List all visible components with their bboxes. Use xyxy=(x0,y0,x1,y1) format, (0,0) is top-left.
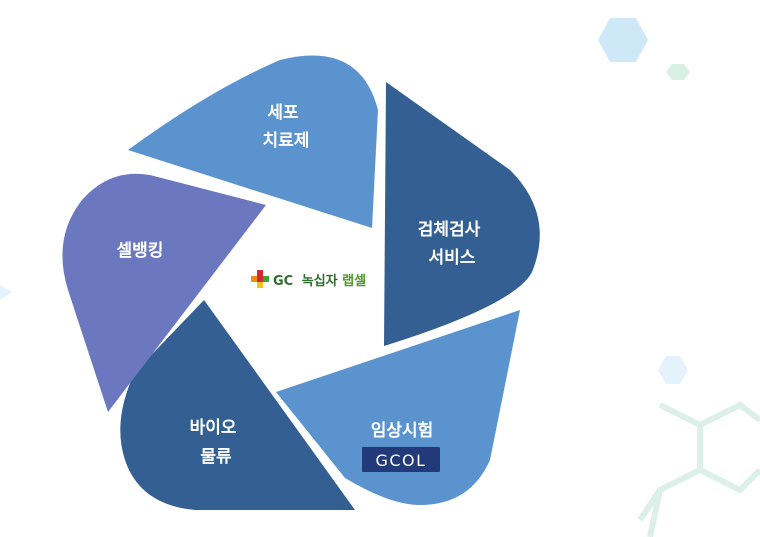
gc-cross-icon xyxy=(251,270,269,288)
segment-shape xyxy=(384,82,540,346)
segment-cell-therapy: 세포 치료제 xyxy=(128,55,378,228)
segment-shape xyxy=(128,55,378,228)
gcol-badge-text: GCOL xyxy=(375,451,426,470)
segment-label-line-1: 임상시험 xyxy=(371,420,434,441)
segment-shape xyxy=(276,310,520,505)
segment-label: 바이오 물류 xyxy=(190,418,243,467)
segment-label: 세포 치료제 xyxy=(263,103,310,151)
logo-wordmark: GC 녹십자 랩셀 xyxy=(273,273,366,289)
decor-hexagon-large xyxy=(598,18,648,62)
logo-name-part1: 녹십자 xyxy=(302,273,338,289)
decor-triangle-left xyxy=(0,285,12,300)
segment-cell-banking: 셀뱅킹 xyxy=(62,173,266,412)
decor-hexagon-right xyxy=(658,356,688,384)
segment-label: 셀뱅킹 xyxy=(117,241,164,261)
segment-label-line-1: 셀뱅킹 xyxy=(117,241,164,261)
segment-label: 임상시험 xyxy=(371,420,434,441)
segment-bio-logistics: 바이오 물류 xyxy=(120,300,355,510)
segment-shape xyxy=(62,173,266,412)
gcol-badge xyxy=(362,447,440,472)
segment-clinical-trial: 임상시험 GCOL xyxy=(276,310,520,505)
molecule-decoration xyxy=(637,401,760,537)
segment-label-line-2: 서비스 xyxy=(429,248,476,268)
segment-label-line-1: 세포 xyxy=(267,103,299,123)
segment-specimen-testing: 검체검사 서비스 xyxy=(384,82,540,346)
background-decoration xyxy=(0,18,760,537)
decor-hexagon-small xyxy=(666,64,690,80)
segment-label-line-1: 검체검사 xyxy=(418,220,481,240)
segment-shape xyxy=(120,300,355,510)
segment-label-line-2: 물류 xyxy=(200,447,232,467)
segment-label: 검체검사 서비스 xyxy=(418,220,486,268)
segment-label-line-1: 바이오 xyxy=(190,418,237,438)
logo-name-part2: 랩셀 xyxy=(342,274,366,289)
logo-brand: GC xyxy=(273,274,293,289)
center-logo: GC 녹십자 랩셀 xyxy=(251,270,366,289)
segment-label-line-2: 치료제 xyxy=(263,131,310,151)
